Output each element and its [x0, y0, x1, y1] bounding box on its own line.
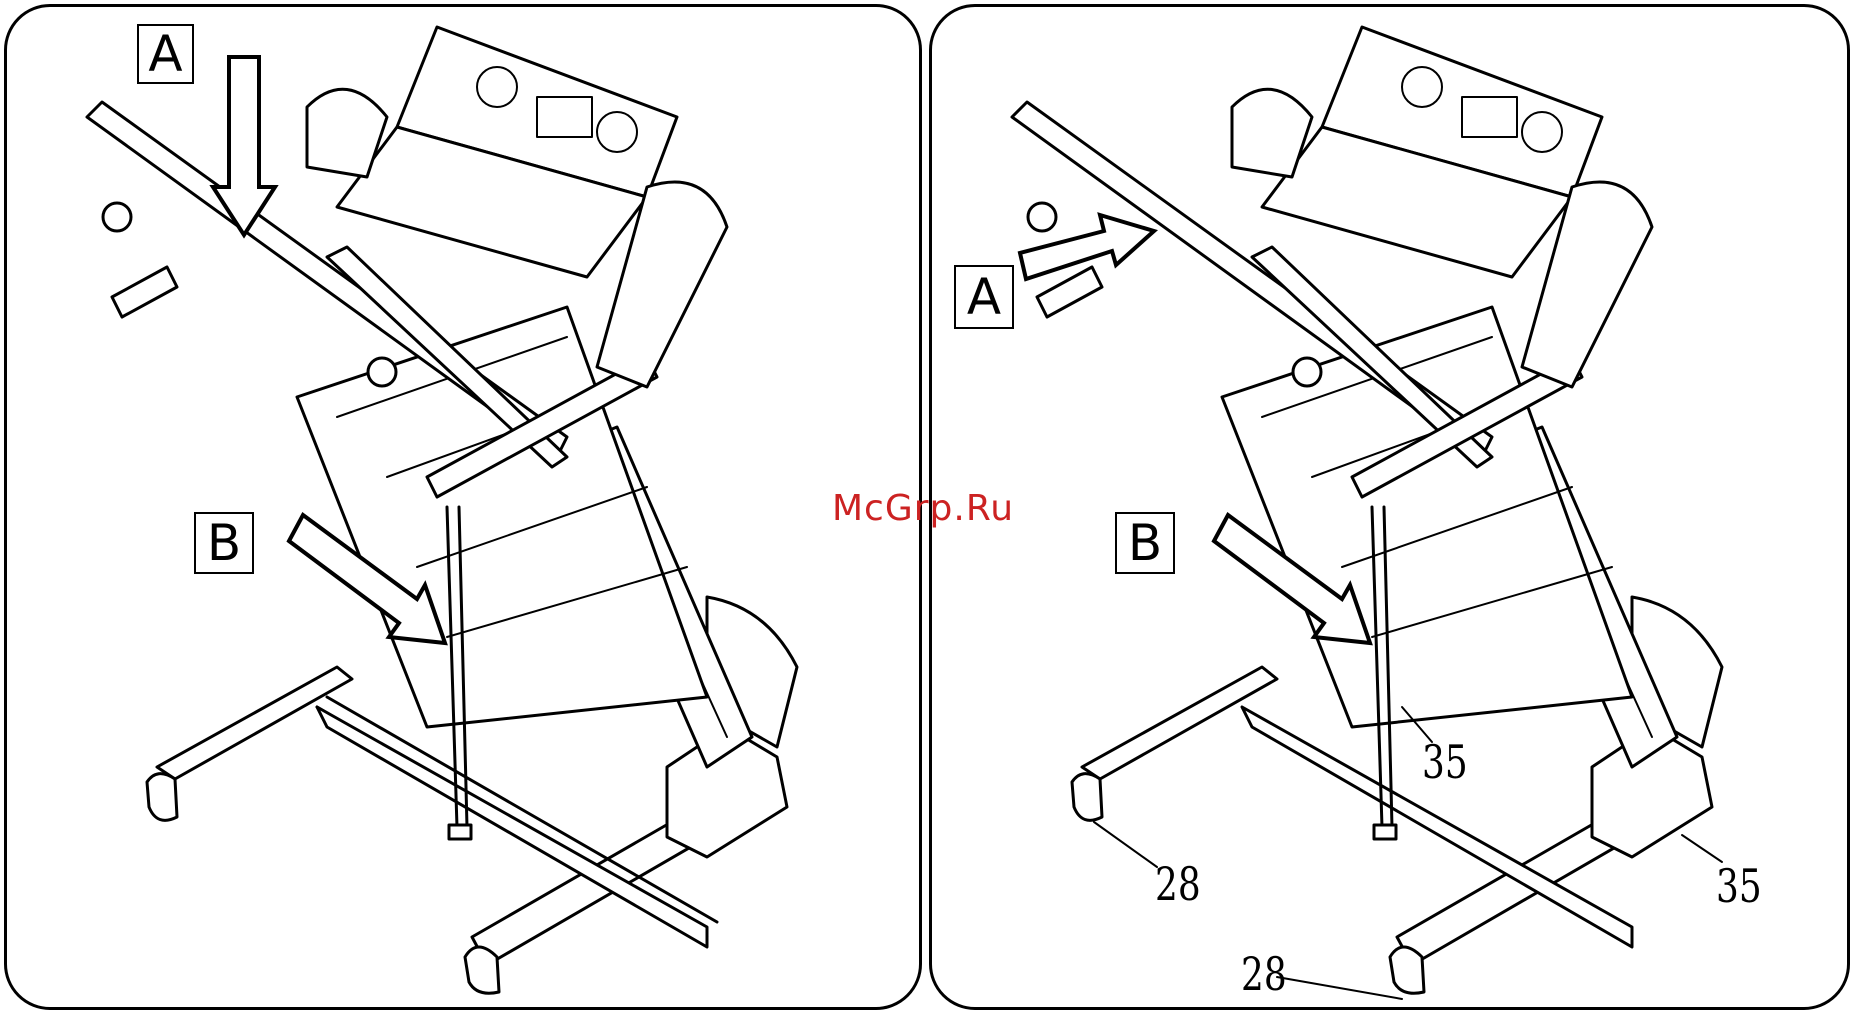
label-a-right: A — [954, 265, 1014, 329]
part-number-35-upper: 35 — [1422, 739, 1468, 785]
treadmill-drawing-left — [7, 7, 919, 1007]
label-b-right: B — [1115, 512, 1175, 574]
part-number-28-left: 28 — [1155, 861, 1201, 907]
label-a-left: A — [137, 24, 194, 84]
left-illustration-panel: A B — [4, 4, 922, 1010]
watermark-text: McGrp.Ru — [832, 488, 1014, 529]
label-b-left: B — [194, 512, 254, 574]
treadmill-drawing-right — [932, 7, 1847, 1007]
part-number-28-bottom: 28 — [1241, 951, 1287, 997]
part-number-35-right: 35 — [1716, 863, 1762, 909]
right-illustration-panel: A B 35 28 35 28 — [929, 4, 1850, 1010]
